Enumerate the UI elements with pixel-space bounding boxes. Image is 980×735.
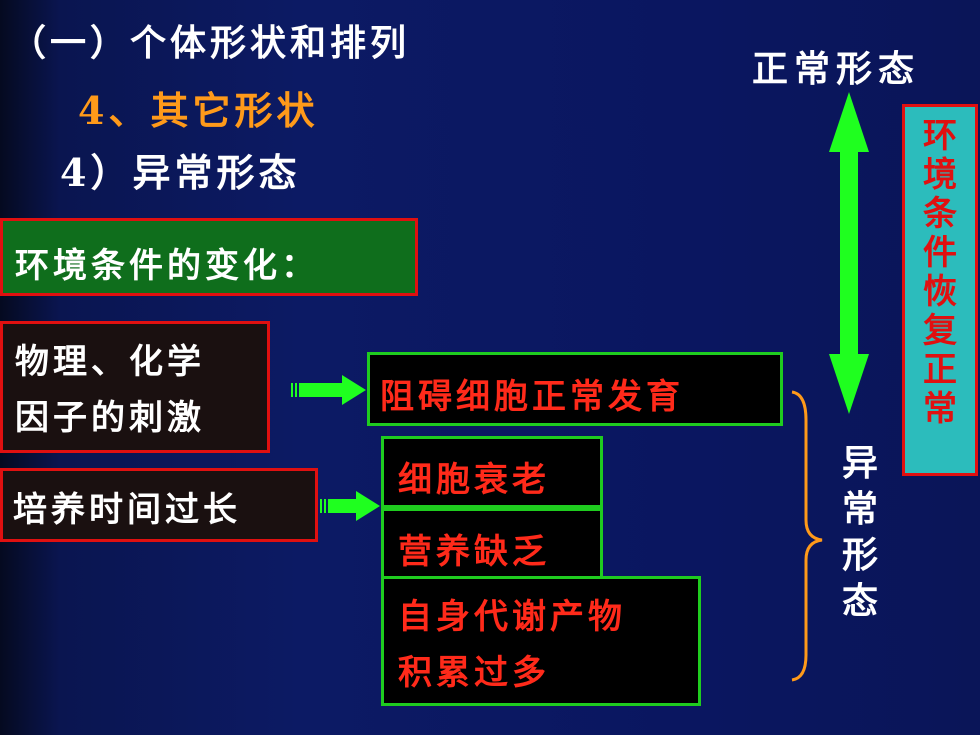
recovery-char-6: 复 (923, 311, 957, 351)
recovery-char-1: 环 (923, 116, 957, 156)
recovery-char-3: 条 (923, 194, 957, 234)
recovery-char-4: 件 (923, 233, 957, 273)
recovery-char-7: 正 (923, 350, 957, 390)
physical-chemical-line1: 物理、化学 (15, 342, 205, 382)
block-development-box: 阻碍细胞正常发育 (367, 352, 783, 426)
cell-aging-box: 细胞衰老 (381, 436, 603, 508)
normal-form-label: 正常形态 (752, 48, 921, 90)
abnormal-char-4: 态 (841, 580, 878, 622)
right-arrow-icon (320, 491, 380, 521)
physical-chemical-line2: 因子的刺激 (15, 398, 205, 438)
physical-chemical-factor-box: 物理、化学 因子的刺激 (0, 321, 270, 453)
sub-heading: 4、其它形状 (78, 88, 319, 133)
metabolite-line2: 积累过多 (398, 653, 550, 693)
abnormal-form-label: 异 常 形 态 (838, 440, 882, 624)
abnormal-char-3: 形 (841, 534, 878, 576)
culture-time-box: 培养时间过长 (0, 468, 318, 542)
metabolite-accumulation-box: 自身代谢产物 积累过多 (381, 576, 701, 706)
right-arrow-icon (291, 375, 366, 405)
section-heading: （一）个体形状和排列 (10, 22, 411, 64)
recovery-char-8: 常 (923, 389, 957, 429)
environment-recovery-box: 环 境 条 件 恢 复 正 常 (902, 104, 978, 476)
double-arrow-icon (829, 92, 869, 414)
environment-change-box: 环境条件的变化： (0, 218, 418, 296)
recovery-char-5: 恢 (923, 272, 957, 312)
nutrition-deficiency-box: 营养缺乏 (381, 508, 603, 580)
recovery-char-2: 境 (923, 155, 957, 195)
metabolite-line1: 自身代谢产物 (398, 597, 626, 637)
abnormal-char-2: 常 (841, 488, 878, 530)
point-heading: 4）异常形态 (60, 150, 301, 195)
curly-brace-icon (791, 390, 823, 682)
abnormal-char-1: 异 (841, 442, 878, 484)
